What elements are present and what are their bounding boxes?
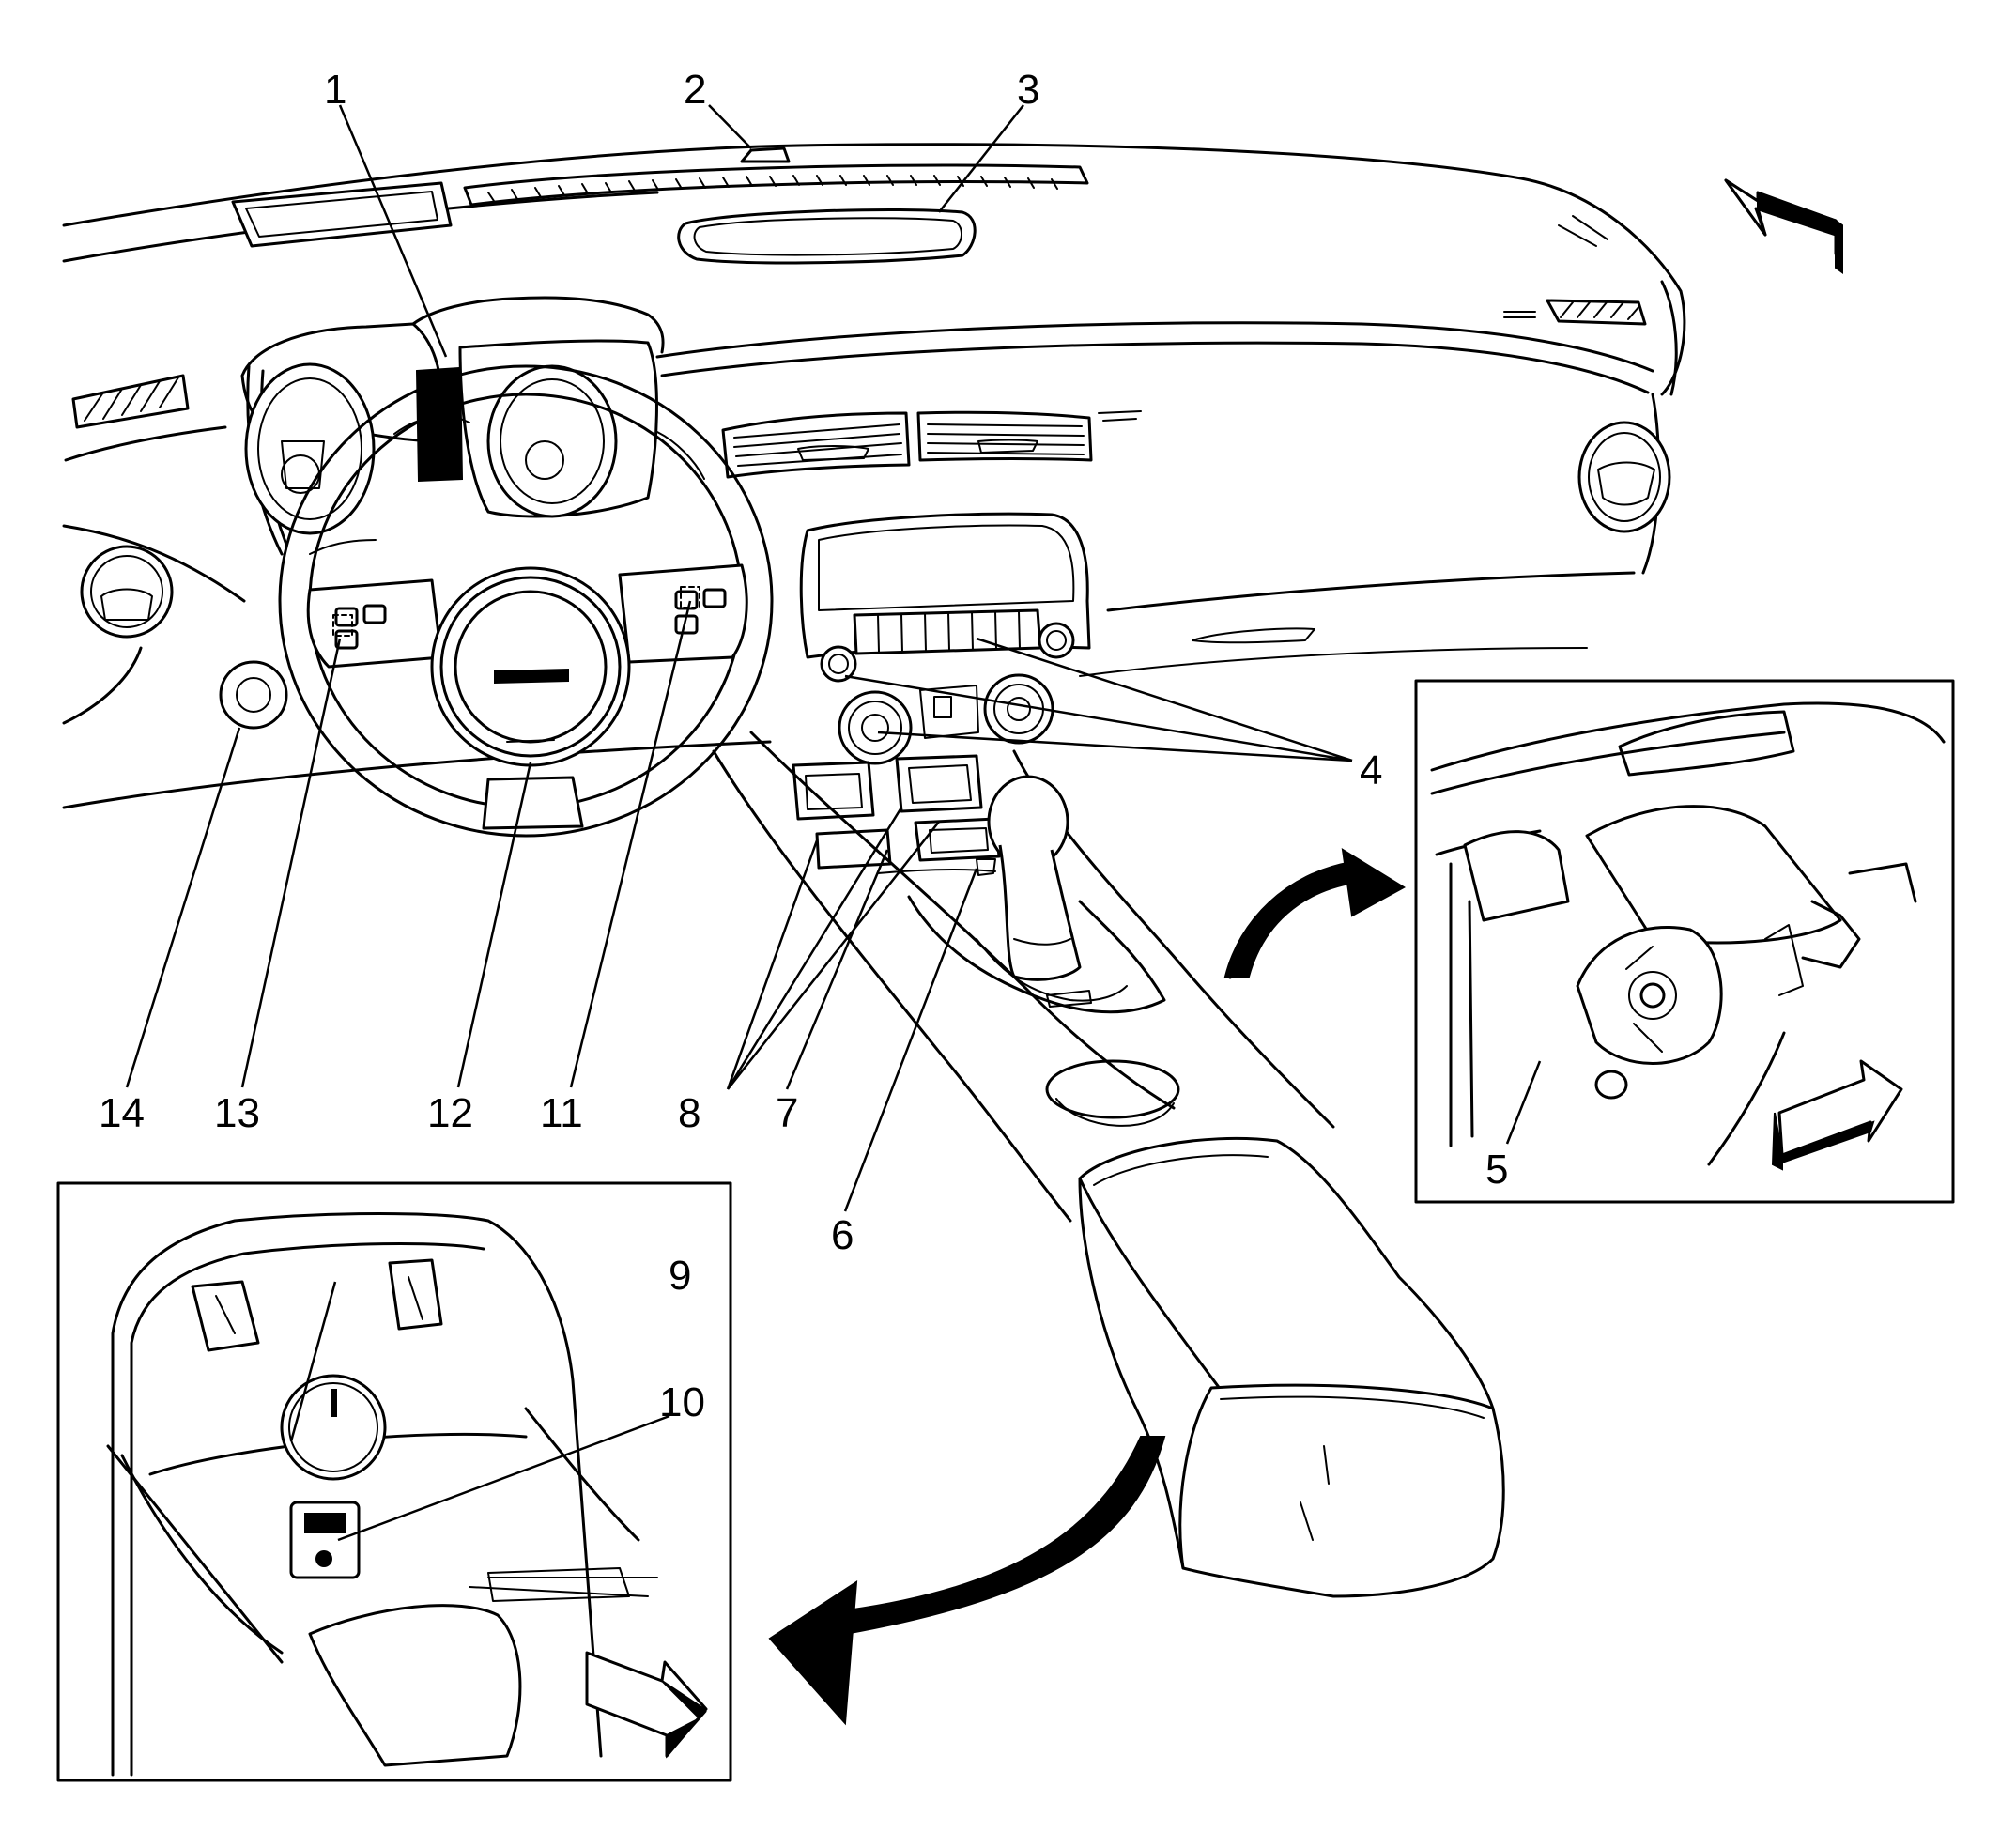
curved-arrow-to-right-inset — [1223, 848, 1406, 979]
callout-9: 9 — [669, 1253, 691, 1299]
dashboard-illustration — [62, 143, 1843, 1598]
hvac-button-row — [853, 608, 1042, 655]
curved-arrow-to-left-inset — [768, 1436, 1166, 1726]
defrost-slats — [487, 175, 1058, 202]
callout-10: 10 — [659, 1379, 705, 1425]
callout-13: 13 — [214, 1090, 260, 1136]
callout-1: 1 — [324, 67, 346, 113]
inset-console-detail — [56, 1181, 732, 1782]
callout-7: 7 — [776, 1090, 798, 1136]
direction-arrow-forward — [1724, 178, 1843, 274]
callout-6: 6 — [831, 1212, 854, 1258]
callout-5: 5 — [1485, 1147, 1508, 1193]
callout-3: 3 — [1017, 67, 1039, 113]
callout-14: 14 — [99, 1090, 145, 1136]
callout-11: 11 — [540, 1090, 583, 1136]
callout-2: 2 — [684, 67, 706, 113]
callout-4: 4 — [1360, 747, 1382, 793]
callout-12: 12 — [427, 1090, 473, 1136]
inset-steering-column-detail — [1414, 679, 1955, 1204]
callout-labels: 1 2 3 4 5 6 7 8 9 10 11 12 13 14 — [99, 67, 1508, 1425]
callout-8: 8 — [678, 1090, 700, 1136]
top-center-speaker-grille — [677, 208, 977, 265]
leader-lines — [125, 104, 1542, 1542]
